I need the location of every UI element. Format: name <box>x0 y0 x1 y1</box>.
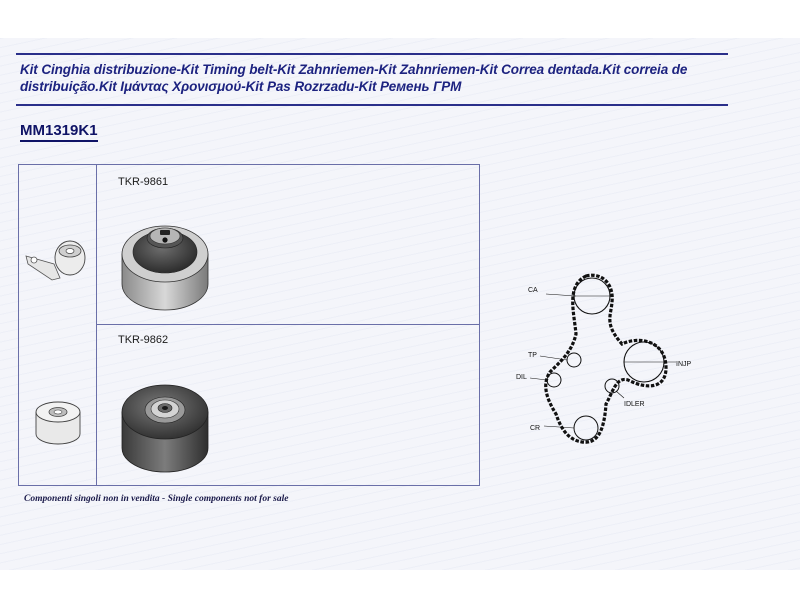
header-rule-top <box>16 53 728 55</box>
table-divider-horizontal <box>96 324 480 325</box>
label-ca: CA <box>528 287 538 294</box>
part-code-1: TKR-9861 <box>118 176 169 188</box>
pulley-cr <box>573 415 599 441</box>
part-code-2: TKR-9862 <box>118 334 169 346</box>
table-divider-vertical <box>96 164 97 486</box>
pulley-idler <box>604 378 620 394</box>
idler-thumbnail-icon <box>35 401 81 445</box>
label-idler: IDLER <box>624 401 645 408</box>
kit-code: MM1319K1 <box>20 122 98 142</box>
components-table <box>18 164 480 486</box>
pulley-tp <box>566 352 582 368</box>
pulley-inj <box>623 341 676 383</box>
label-tp: TP <box>528 352 537 359</box>
pulley-ca <box>573 277 611 315</box>
header-rule-bottom <box>16 104 728 106</box>
label-inj: INJP <box>676 361 692 368</box>
timing-belt <box>544 273 668 444</box>
tensioner-pulley-image <box>121 225 209 311</box>
idler-pulley-image <box>121 384 209 473</box>
label-cr: CR <box>530 425 540 432</box>
belt-routing-diagram: CA TP DIL CR INJP IDLER <box>516 273 692 444</box>
label-dil: DIL <box>516 374 527 381</box>
tensioner-thumbnail-icon <box>25 240 86 281</box>
not-for-sale-note: Componenti singoli non in vendita - Sing… <box>24 494 289 504</box>
kit-title: Kit Cinghia distribuzione-Kit Timing bel… <box>20 62 688 94</box>
catalog-sheet <box>0 38 800 570</box>
